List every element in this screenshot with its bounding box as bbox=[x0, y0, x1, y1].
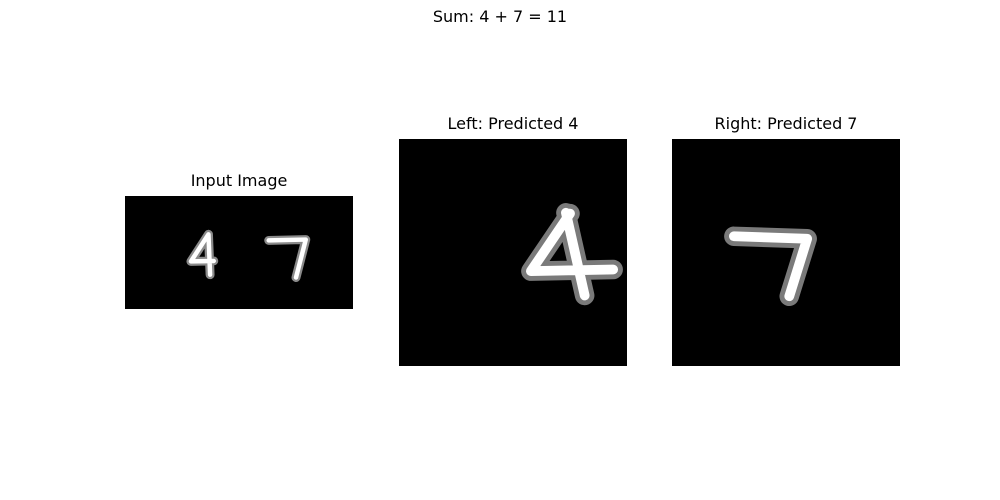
right-digit-canvas bbox=[672, 139, 900, 366]
input-digit-4-glyph bbox=[186, 229, 219, 280]
left-prediction-title: Left: Predicted 4 bbox=[447, 114, 579, 133]
left-digit-image bbox=[399, 139, 627, 366]
right-digit-image bbox=[672, 139, 900, 366]
right-prediction-title: Right: Predicted 7 bbox=[714, 114, 858, 133]
input-image-canvas bbox=[125, 196, 353, 309]
left-digit-canvas bbox=[399, 139, 627, 366]
right-digit-7-glyph bbox=[724, 226, 817, 307]
left-digit-4-glyph bbox=[521, 203, 623, 306]
input-image-title: Input Image bbox=[190, 171, 288, 190]
input-image bbox=[125, 196, 353, 309]
input-digit-7-glyph bbox=[264, 235, 311, 282]
figure-title: Sum: 4 + 7 = 11 bbox=[432, 7, 568, 26]
